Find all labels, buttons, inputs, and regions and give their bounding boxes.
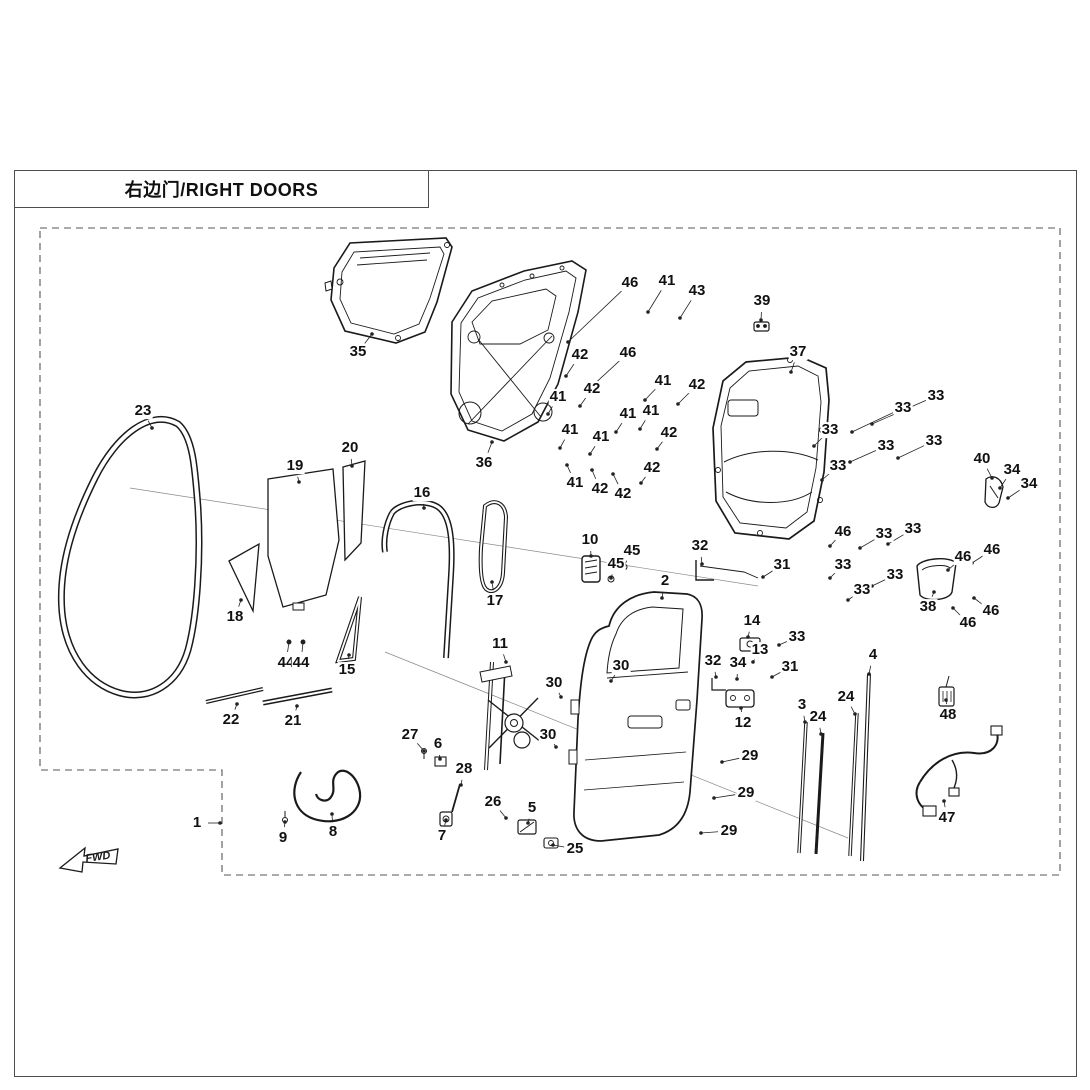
part-3-24-4-seal-strips (797, 673, 871, 862)
part-23-door-opening-seal (57, 416, 203, 699)
fwd-direction-arrow: FWD (58, 846, 119, 873)
part-22-21-belt-strips (205, 687, 333, 706)
part-16-glass-run-channel (381, 499, 455, 659)
part-19-door-glass (267, 468, 340, 611)
alignment-axis-lines (129, 487, 849, 839)
assembly-boundary-dashed (39, 227, 1061, 876)
fwd-label: FWD (85, 850, 112, 865)
part-20-quarter-glass (342, 460, 366, 562)
part-17-glass-seal (478, 500, 509, 594)
part-18-vent-glass (228, 542, 260, 614)
part-35-upper-door-frame (324, 237, 453, 344)
part-10-door-check (581, 555, 601, 583)
part-37-door-trim-panel (712, 356, 830, 540)
part-2-door-shell (568, 591, 703, 842)
part-39-bracket (753, 321, 770, 332)
part-47-wiring-harness (915, 725, 1003, 817)
part-36-front-door-frame (450, 260, 587, 442)
part-38-storage-tray (916, 558, 957, 601)
page-title: 右边门/RIGHT DOORS (124, 180, 319, 200)
part-48-connector (938, 675, 955, 707)
part-12-13-14-hinge-hardware (695, 560, 761, 708)
diagram-title-box: 右边门/RIGHT DOORS (14, 170, 429, 208)
part-15-corner-seal (335, 596, 362, 664)
part-8-edge-trim (293, 769, 362, 823)
callout-leader-lines (147, 290, 1021, 848)
part-40-door-handle (984, 476, 1004, 509)
part-11-window-regulator (479, 661, 542, 771)
